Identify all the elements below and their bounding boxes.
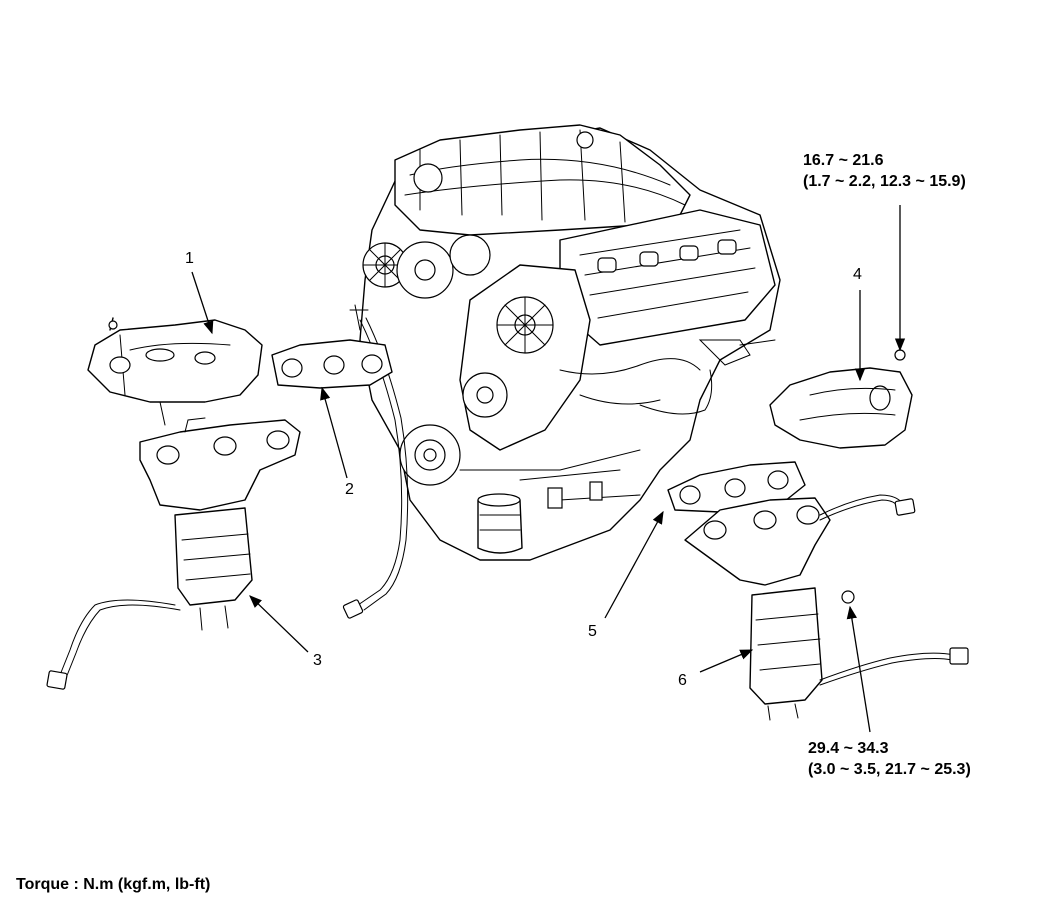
callout-4: 4 xyxy=(853,266,862,283)
heat-protector-right xyxy=(769,349,913,449)
torque-spec-lower-nm: 29.4 ~ 34.3 xyxy=(808,740,889,757)
torque-spec-upper-alt: (1.7 ~ 2.2, 12.3 ~ 15.9) xyxy=(803,173,966,190)
torque-units-note: Torque : N.m (kgf.m, lb-ft) xyxy=(16,876,211,893)
torque-spec-lower-alt: (3.0 ~ 3.5, 21.7 ~ 25.3) xyxy=(808,761,971,778)
callout-3: 3 xyxy=(313,652,322,669)
torque-spec-upper-nm: 16.7 ~ 21.6 xyxy=(803,152,884,169)
callout-5: 5 xyxy=(588,623,597,640)
manifold-gasket-left xyxy=(271,339,393,389)
leader-lines xyxy=(191,205,906,733)
callout-1: 1 xyxy=(185,250,194,267)
torque-spec-lower: 29.4 ~ 34.3 (3.0 ~ 3.5, 21.7 ~ 25.3) xyxy=(808,738,971,780)
callout-2: 2 xyxy=(345,481,354,498)
heat-protector-left xyxy=(87,317,263,426)
engine-assembly xyxy=(342,124,781,619)
exhaust-manifold-right xyxy=(684,494,969,721)
callout-6: 6 xyxy=(678,672,687,689)
exhaust-manifold-left xyxy=(46,417,301,690)
torque-spec-upper: 16.7 ~ 21.6 (1.7 ~ 2.2, 12.3 ~ 15.9) xyxy=(803,150,966,192)
